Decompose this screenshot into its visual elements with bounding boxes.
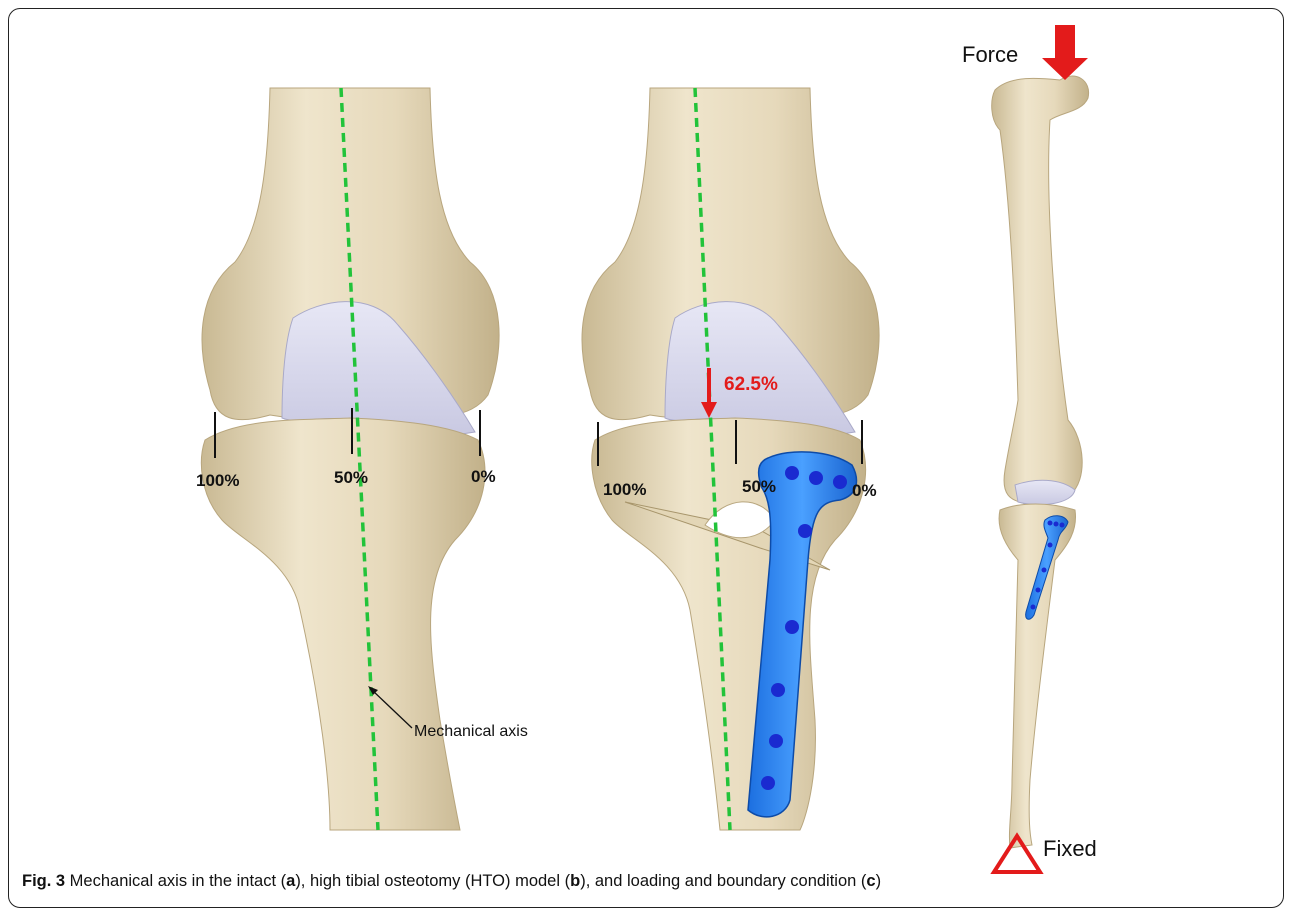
screw-hole	[769, 734, 783, 748]
caption-part-1: Mechanical axis in the intact (	[65, 872, 286, 890]
screw-hole	[798, 524, 812, 538]
caption-part-3: ), and loading and boundary condition (	[580, 872, 866, 890]
screw-hole	[809, 471, 823, 485]
panel-a: 100% 50% 0% Mechanical axis	[196, 88, 528, 830]
screw-hole	[1048, 521, 1053, 526]
screw-hole	[785, 620, 799, 634]
label-0-a: 0%	[471, 467, 496, 486]
screw-hole	[1042, 568, 1047, 573]
force-label: Force	[962, 42, 1018, 67]
label-100-b: 100%	[603, 480, 646, 499]
mechanical-axis-label: Mechanical axis	[414, 723, 528, 740]
screw-hole	[1060, 523, 1065, 528]
caption-fig-label: Fig. 3	[22, 872, 65, 890]
screw-hole	[771, 683, 785, 697]
label-50-a: 50%	[334, 468, 368, 487]
screw-hole	[785, 466, 799, 480]
screw-hole	[1031, 605, 1036, 610]
force-arrow	[1042, 25, 1088, 80]
caption-panel-c: c	[866, 872, 875, 890]
caption-panel-b: b	[570, 872, 580, 890]
label-100-a: 100%	[196, 471, 239, 490]
label-50-b: 50%	[742, 477, 776, 496]
figure-caption: Fig. 3 Mechanical axis in the intact (a)…	[22, 872, 1272, 891]
tibia-c	[999, 504, 1075, 848]
caption-part-2: ), high tibial osteotomy (HTO) model (	[295, 872, 570, 890]
panel-b: 62.5% 100% 50% 0%	[582, 88, 879, 830]
load-percent-label: 62.5%	[724, 374, 778, 395]
femur-c	[992, 76, 1089, 505]
panel-c: Force Fixed	[962, 25, 1097, 872]
fixed-label: Fixed	[1043, 836, 1097, 861]
screw-hole	[1054, 522, 1059, 527]
label-0-b: 0%	[852, 481, 877, 500]
caption-part-4: )	[876, 872, 882, 890]
screw-hole	[1048, 543, 1053, 548]
screw-hole	[833, 475, 847, 489]
screw-hole	[1036, 588, 1041, 593]
screw-hole	[761, 776, 775, 790]
caption-panel-a: a	[286, 872, 295, 890]
